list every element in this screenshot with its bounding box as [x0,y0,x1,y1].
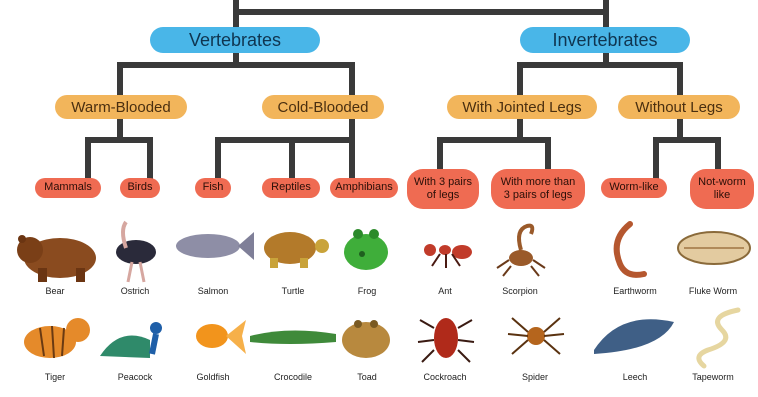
tapeworm-item: Tapeworm [668,306,758,386]
leech-icon [590,306,680,370]
birds-node: Birds [120,178,160,198]
tapeworm-label: Tapeworm [668,372,758,382]
ostrich-item: Ostrich [90,220,180,300]
warm-blooded-node: Warm-Blooded [55,95,187,119]
fluke-worm-label: Fluke Worm [668,286,758,296]
root-connector [236,0,606,30]
scorpion-label: Scorpion [475,286,565,296]
fluke-worm-item: Fluke Worm [668,220,758,300]
toad-label: Toad [322,372,412,382]
earthworm-item: Earthworm [590,220,680,300]
toad-icon [322,306,412,370]
leech-label: Leech [590,372,680,382]
three-pairs-legs-node: With 3 pairs of legs [407,169,479,209]
peacock-label: Peacock [90,372,180,382]
ostrich-label: Ostrich [90,286,180,296]
more-than-three-pairs-node: With more than 3 pairs of legs [491,169,585,209]
spider-label: Spider [490,372,580,382]
peacock-item: Peacock [90,306,180,386]
not-worm-like-node: Not-worm like [690,169,754,209]
jointed-legs-connector [440,118,548,168]
invertebrates-connector [520,46,680,95]
mammals-node: Mammals [35,178,101,198]
vertebrates-connector [120,46,352,95]
earthworm-label: Earthworm [590,286,680,296]
ostrich-icon [90,220,180,284]
goldfish-icon [168,306,258,370]
worm-like-node: Worm-like [601,178,667,198]
frog-item: Frog [322,220,412,300]
cold-blooded-connector [218,118,352,178]
frog-icon [322,220,412,284]
cockroach-icon [400,306,490,370]
cold-blooded-node: Cold-Blooded [262,95,384,119]
scorpion-item: Scorpion [475,220,565,300]
salmon-icon [168,220,258,284]
frog-label: Frog [322,286,412,296]
tiger-label: Tiger [10,372,100,382]
without-legs-node: Without Legs [618,95,740,119]
goldfish-item: Goldfish [168,306,258,386]
scorpion-icon [475,220,565,284]
vertebrates-node: Vertebrates [150,27,320,53]
leech-item: Leech [590,306,680,386]
tiger-item: Tiger [10,306,100,386]
salmon-label: Salmon [168,286,258,296]
amphibians-node: Amphibians [330,178,398,198]
invertebrates-node: Invertebrates [520,27,690,53]
with-jointed-legs-node: With Jointed Legs [447,95,597,119]
reptiles-node: Reptiles [262,178,320,198]
toad-item: Toad [322,306,412,386]
spider-item: Spider [490,306,580,386]
earthworm-icon [590,220,680,284]
cockroach-item: Cockroach [400,306,490,386]
spider-icon [490,306,580,370]
bear-label: Bear [10,286,100,296]
fish-node: Fish [195,178,231,198]
bear-icon [10,220,100,284]
salmon-item: Salmon [168,220,258,300]
goldfish-label: Goldfish [168,372,258,382]
tapeworm-icon [668,306,758,370]
warm-blooded-connector [88,118,150,178]
peacock-icon [90,306,180,370]
bear-item: Bear [10,220,100,300]
cockroach-label: Cockroach [400,372,490,382]
tiger-icon [10,306,100,370]
fluke-worm-icon [668,220,758,284]
